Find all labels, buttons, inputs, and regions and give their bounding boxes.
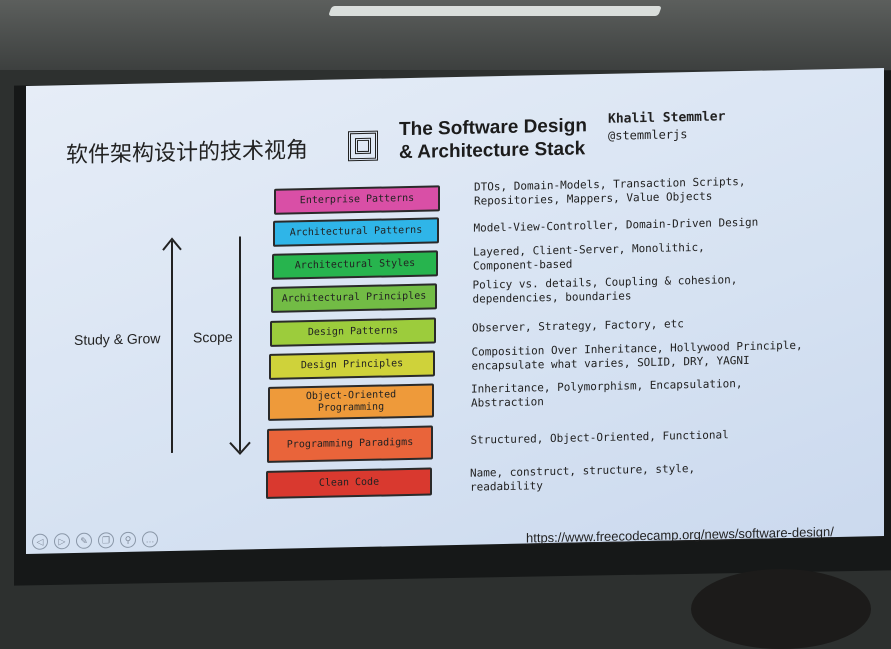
zoom-control-icon[interactable]: ⚲ — [120, 531, 136, 549]
layer-box: Architectural Principles — [271, 283, 437, 313]
title-line-2: & Architecture Stack — [399, 138, 586, 164]
layer-description: Structured, Object-Oriented, Functional — [471, 428, 729, 447]
layer-description: Name, construct, structure, style,readab… — [470, 462, 695, 495]
layer-box: Design Patterns — [270, 317, 436, 347]
layer-box: Clean Code — [266, 467, 432, 499]
up-arrow-icon — [162, 237, 182, 453]
study-grow-label: Study & Grow — [74, 330, 161, 348]
author-name: Khalil Stemmler — [608, 109, 726, 127]
layer-description: Policy vs. details, Coupling & cohesion,… — [473, 273, 738, 307]
layer-box: Architectural Styles — [272, 250, 438, 280]
scope-label: Scope — [193, 328, 233, 346]
layer-description: Composition Over Inheritance, Hollywood … — [472, 339, 803, 374]
ceiling-light — [328, 6, 662, 16]
layer-box: Enterprise Patterns — [274, 185, 440, 215]
pages-control-icon[interactable]: ❐ — [98, 532, 114, 549]
layer-description: Inheritance, Polymorphism, Encapsulation… — [471, 377, 743, 411]
layer-box: Programming Paradigms — [267, 425, 433, 463]
more-control-icon[interactable]: … — [142, 531, 158, 548]
description-line: Observer, Strategy, Factory, etc — [472, 317, 684, 335]
previous-control-icon[interactable]: ◁ — [32, 533, 48, 550]
layer-description: Observer, Strategy, Factory, etc — [472, 317, 684, 335]
author-handle: @stemmlerjs — [608, 127, 688, 143]
description-line: Model-View-Controller, Domain-Driven Des… — [473, 215, 759, 235]
layer-box: Object-Oriented Programming — [268, 383, 434, 421]
layer-box: Design Principles — [269, 350, 435, 380]
stack-logo-icon — [348, 130, 378, 162]
layer-description: DTOs, Domain-Models, Transaction Scripts… — [474, 175, 746, 209]
slide-title: The Software Design & Architecture Stack — [399, 114, 587, 164]
chinese-title: 软件架构设计的技术视角 — [66, 138, 309, 169]
description-line: Structured, Object-Oriented, Functional — [470, 428, 729, 447]
layer-box: Architectural Patterns — [273, 217, 439, 247]
down-arrow-icon — [229, 236, 251, 456]
author-block: Khalil Stemmler @stemmlerjs — [608, 109, 725, 143]
layer-description: Layered, Client-Server, Monolithic,Compo… — [473, 241, 705, 274]
pen-control-icon[interactable]: ✎ — [76, 532, 92, 549]
ceiling — [0, 0, 891, 70]
layer-description: Model-View-Controller, Domain-Driven Des… — [474, 216, 759, 236]
audience-head — [691, 569, 871, 649]
next-control-icon[interactable]: ▷ — [54, 533, 70, 550]
presentation-slide: 软件架构设计的技术视角 The Software Design & Archit… — [26, 68, 884, 554]
